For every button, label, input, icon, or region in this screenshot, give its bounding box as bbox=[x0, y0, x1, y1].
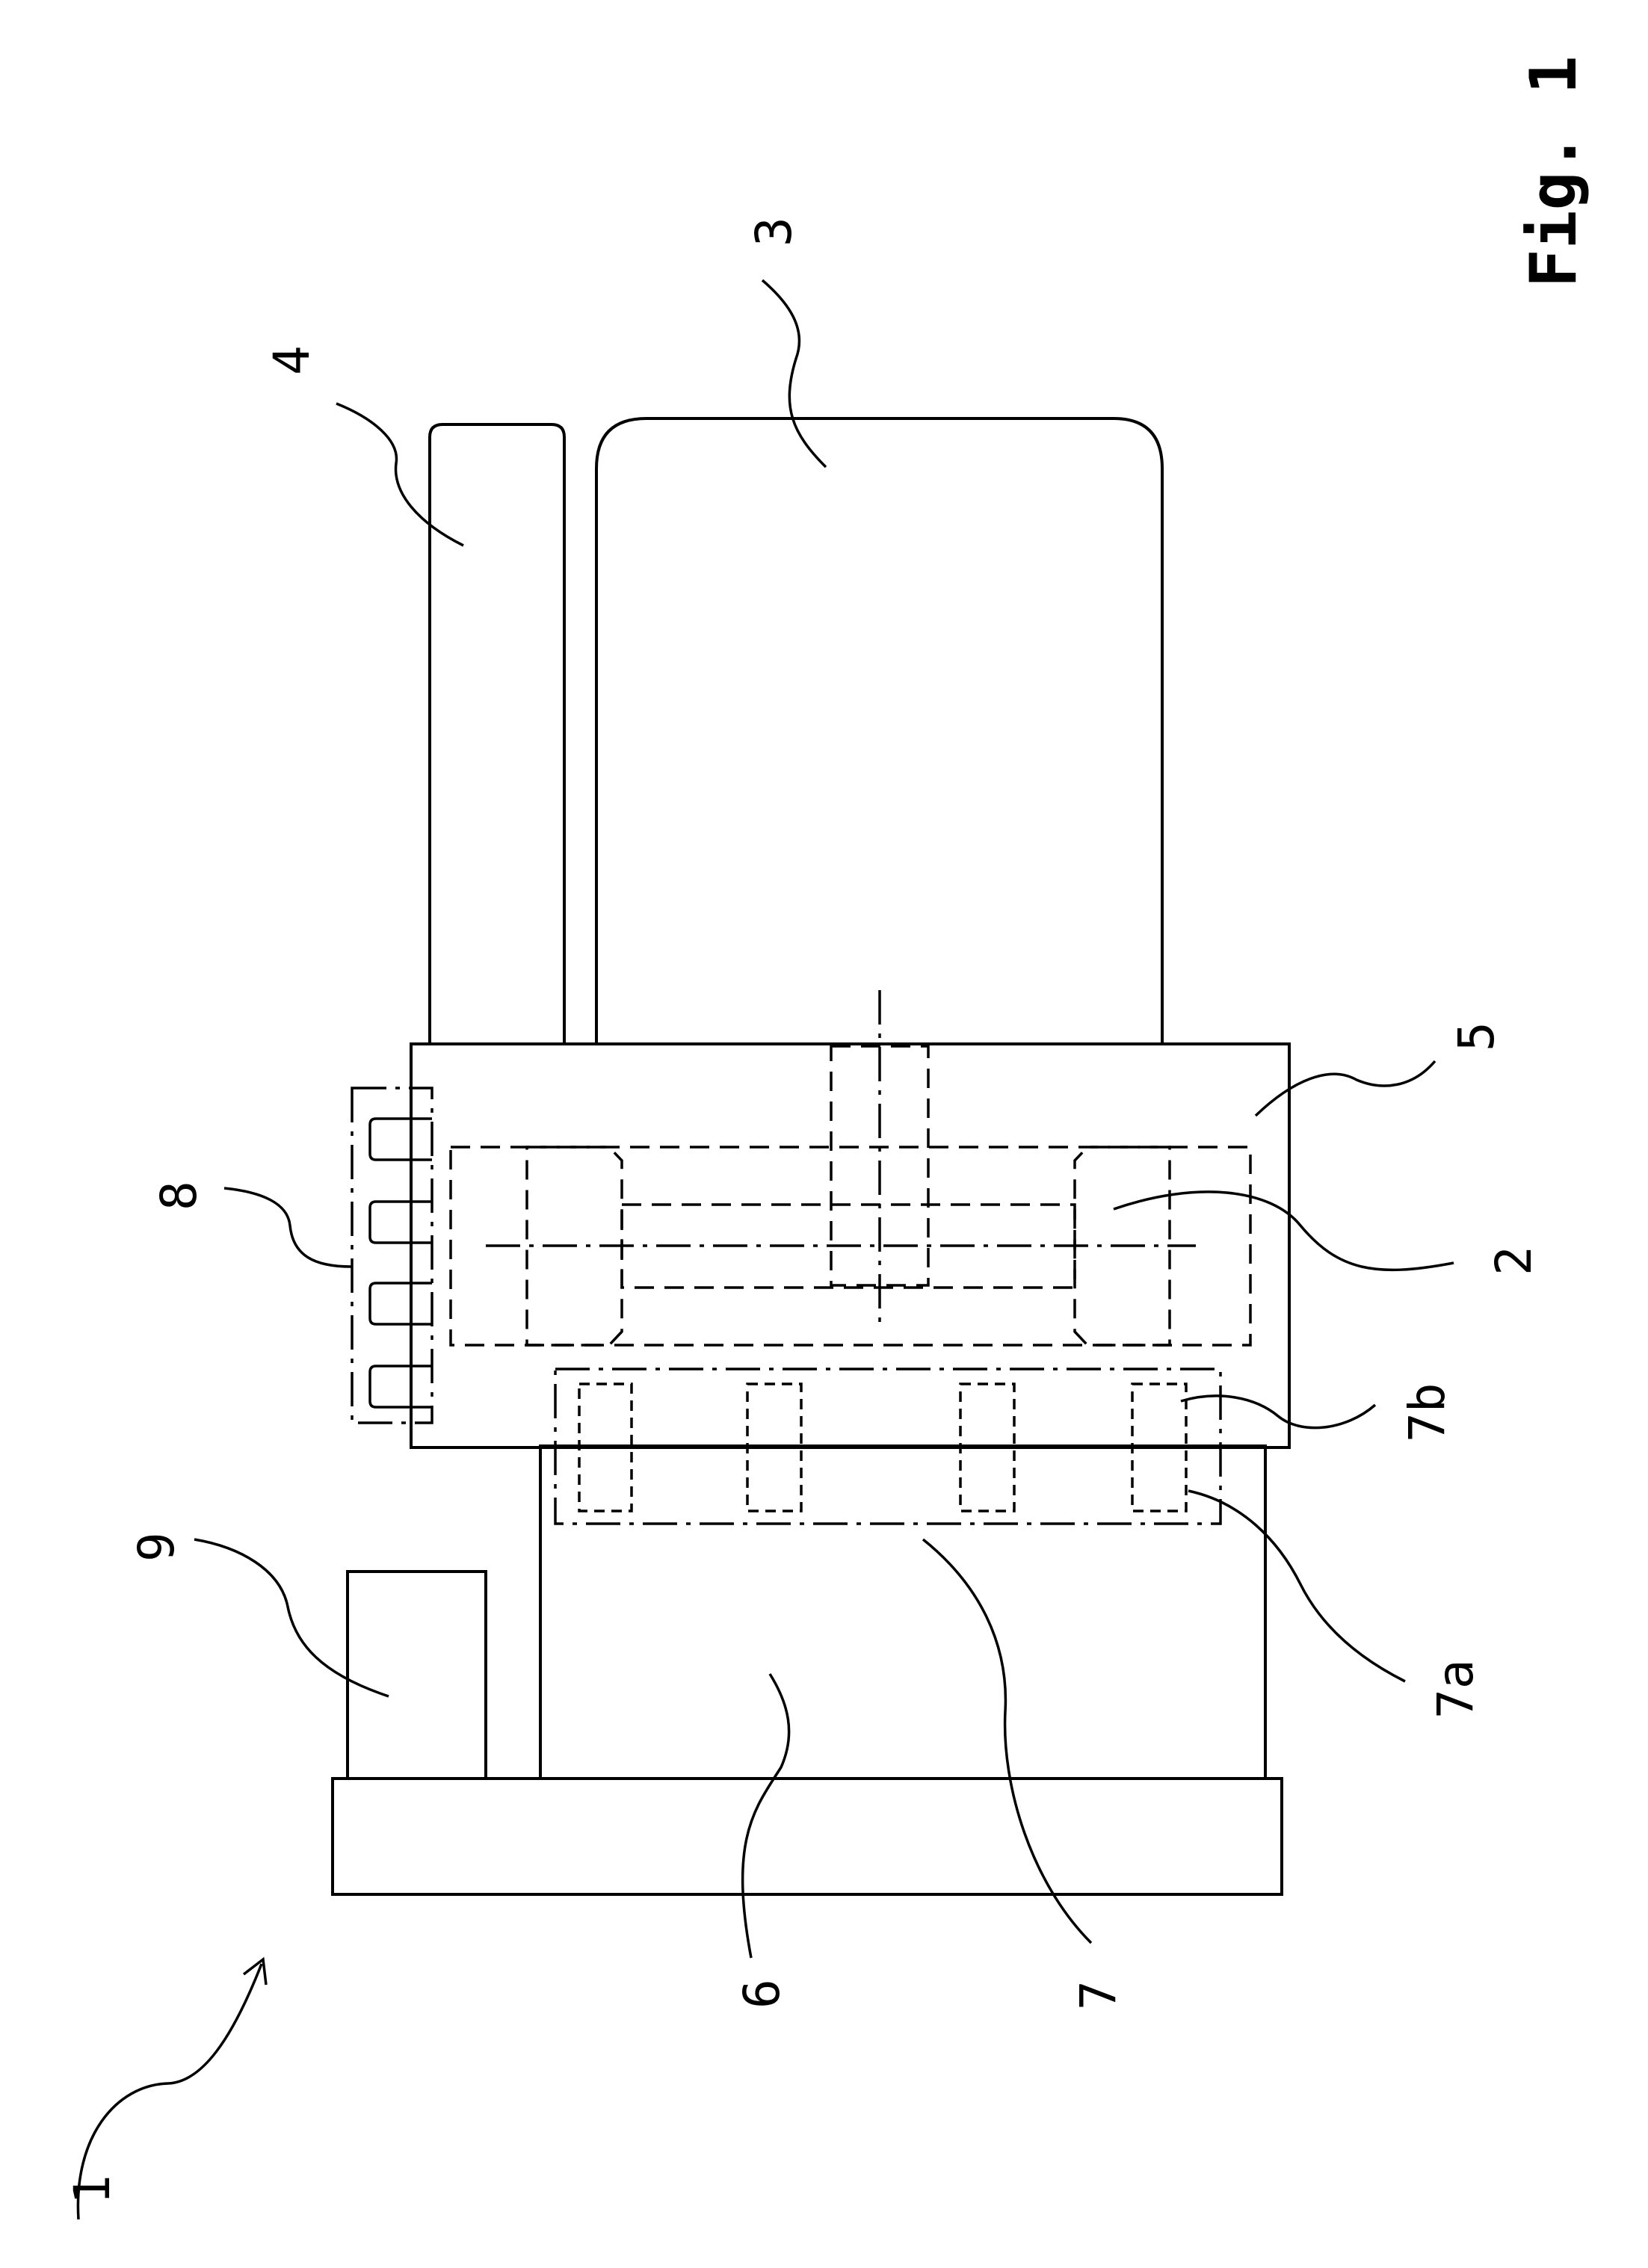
label-1: 1 bbox=[64, 2175, 121, 2204]
label-7a: 7a bbox=[1427, 1660, 1484, 1719]
leader-9 bbox=[194, 1539, 389, 1696]
connector-pin-4 bbox=[370, 1366, 432, 1407]
component-4-bar bbox=[430, 424, 564, 1044]
label-7: 7 bbox=[1070, 1980, 1127, 2010]
base-plate bbox=[333, 1779, 1282, 1894]
label-4: 4 bbox=[263, 345, 321, 375]
label-2: 2 bbox=[1485, 1246, 1543, 1276]
connector-pin-1 bbox=[370, 1119, 432, 1160]
leader-6 bbox=[743, 1674, 789, 1958]
leader-7 bbox=[923, 1539, 1091, 1943]
component-6-body bbox=[540, 1446, 1265, 1779]
leader-7b bbox=[1181, 1396, 1375, 1428]
leader-5 bbox=[1256, 1061, 1435, 1116]
label-5: 5 bbox=[1448, 1022, 1505, 1051]
connector-pin-2 bbox=[370, 1202, 432, 1243]
component-8-outline bbox=[352, 1088, 432, 1423]
component-3-block bbox=[596, 418, 1162, 1044]
label-6: 6 bbox=[733, 1979, 791, 2009]
leader-8 bbox=[224, 1188, 351, 1267]
label-7b: 7b bbox=[1398, 1383, 1456, 1442]
component-9-block bbox=[348, 1572, 486, 1779]
label-9: 9 bbox=[128, 1532, 185, 1562]
label-3: 3 bbox=[745, 217, 803, 247]
label-8: 8 bbox=[150, 1181, 208, 1211]
figure-caption: Fig. 1 bbox=[1516, 55, 1591, 288]
leader-2 bbox=[1114, 1192, 1454, 1270]
leader-3 bbox=[762, 280, 826, 467]
connector-pin-3 bbox=[370, 1283, 432, 1324]
